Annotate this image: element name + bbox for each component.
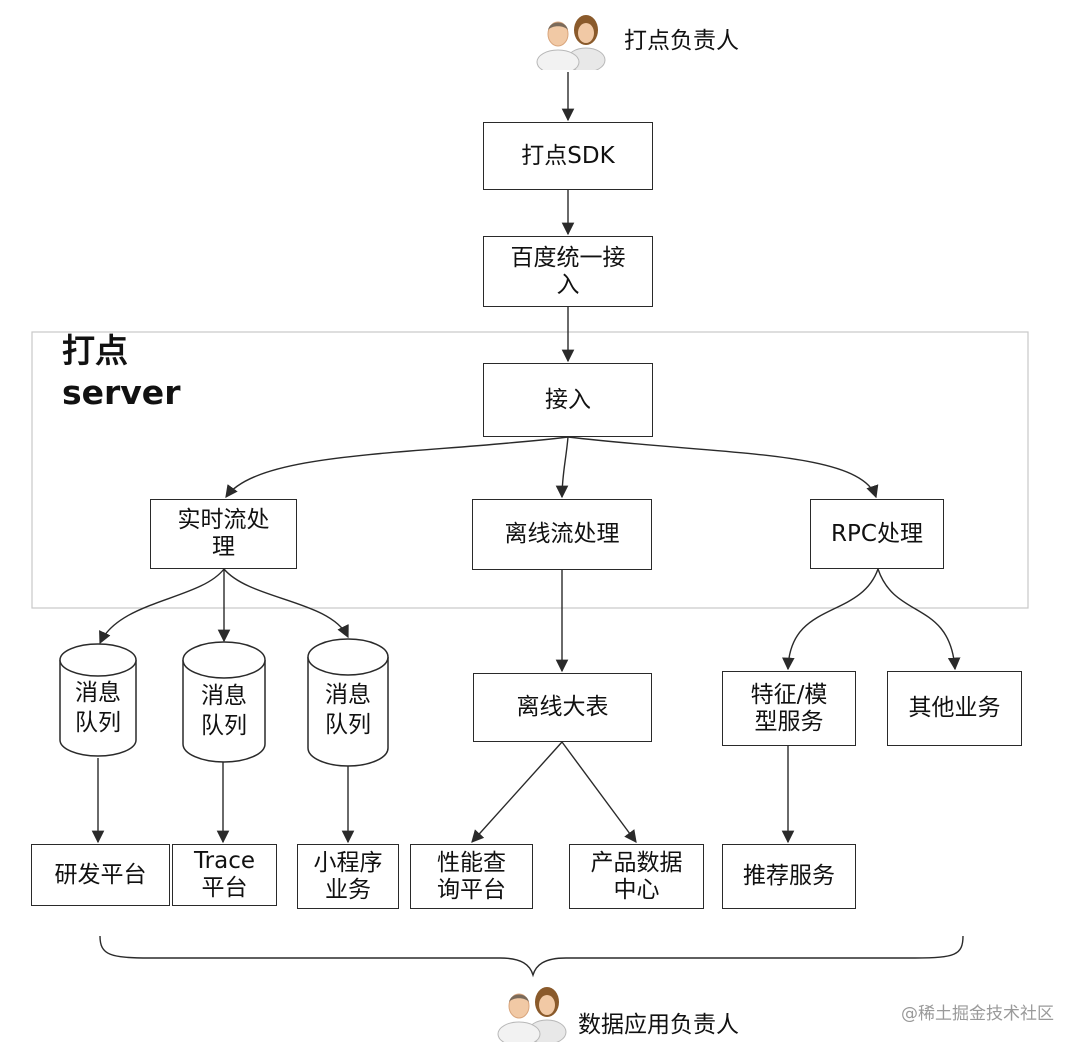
- user-pair-icon: [497, 987, 567, 1042]
- node-rpc-label: RPC处理: [831, 520, 923, 547]
- node-realtime: 实时流处 理: [150, 499, 297, 569]
- node-other-biz-label: 其他业务: [908, 695, 1001, 721]
- node-feature-model-label: 特征/模 型服务: [750, 681, 828, 735]
- node-trace-platform: Trace 平台: [172, 844, 277, 906]
- node-feature-model: 特征/模 型服务: [722, 671, 856, 746]
- edge-rpc-other: [877, 568, 961, 671]
- queue3-label: 消息 队列: [325, 682, 371, 738]
- node-offline-label: 离线流处理: [504, 521, 620, 547]
- node-recommend: 推荐服务: [722, 844, 856, 909]
- queue1-label: 消息 队列: [75, 680, 121, 736]
- node-sdk-label: 打点SDK: [521, 142, 615, 169]
- node-offline: 离线流处理: [472, 499, 652, 570]
- user-pair-icon: [536, 15, 606, 70]
- bottom-brace: [99, 935, 964, 978]
- queue-cylinder-1: [59, 643, 137, 757]
- watermark: @稀土掘金技术社区: [901, 1004, 1054, 1024]
- node-baidu-access-label: 百度统一接 入: [510, 244, 626, 298]
- node-rpc: RPC处理: [810, 499, 944, 569]
- node-product-data-label: 产品数据 中心: [590, 849, 683, 903]
- edge-access-realtime: [225, 436, 569, 499]
- edge-realtime-queue3: [223, 568, 349, 639]
- node-access-label: 接入: [545, 386, 591, 413]
- edge-access-rpc: [567, 436, 879, 499]
- node-offline-table-label: 离线大表: [516, 694, 609, 720]
- node-perf-query: 性能查 询平台: [410, 844, 533, 909]
- node-sdk: 打点SDK: [483, 122, 653, 190]
- edge-table-product: [561, 741, 637, 844]
- bottom-owner-label: 数据应用负责人: [578, 1012, 739, 1038]
- node-miniapp-biz-label: 小程序 业务: [313, 849, 383, 903]
- node-access: 接入: [483, 363, 653, 437]
- server-group-label: 打点 server: [62, 331, 181, 412]
- server-group-frame: [31, 331, 1029, 609]
- top-owner-label: 打点负责人: [624, 28, 739, 54]
- node-trace-platform-label: Trace 平台: [193, 848, 255, 901]
- node-rd-platform-label: 研发平台: [54, 861, 147, 888]
- edge-access-offline: [555, 436, 569, 499]
- node-miniapp-biz: 小程序 业务: [297, 844, 399, 909]
- node-realtime-label: 实时流处 理: [177, 507, 270, 560]
- node-baidu-access: 百度统一接 入: [483, 236, 653, 307]
- edge-realtime-queue1: [99, 568, 225, 645]
- queue2-label: 消息 队列: [201, 683, 247, 739]
- node-product-data: 产品数据 中心: [569, 844, 704, 909]
- node-recommend-label: 推荐服务: [743, 863, 835, 889]
- node-perf-query-label: 性能查 询平台: [437, 849, 506, 903]
- queue-cylinder-3: [307, 638, 389, 767]
- node-offline-table: 离线大表: [473, 673, 652, 742]
- edge-rpc-feature: [782, 568, 879, 671]
- node-rd-platform: 研发平台: [31, 844, 170, 906]
- node-other-biz: 其他业务: [887, 671, 1022, 746]
- edge-table-perf: [471, 741, 563, 843]
- queue-cylinder-2: [182, 641, 266, 763]
